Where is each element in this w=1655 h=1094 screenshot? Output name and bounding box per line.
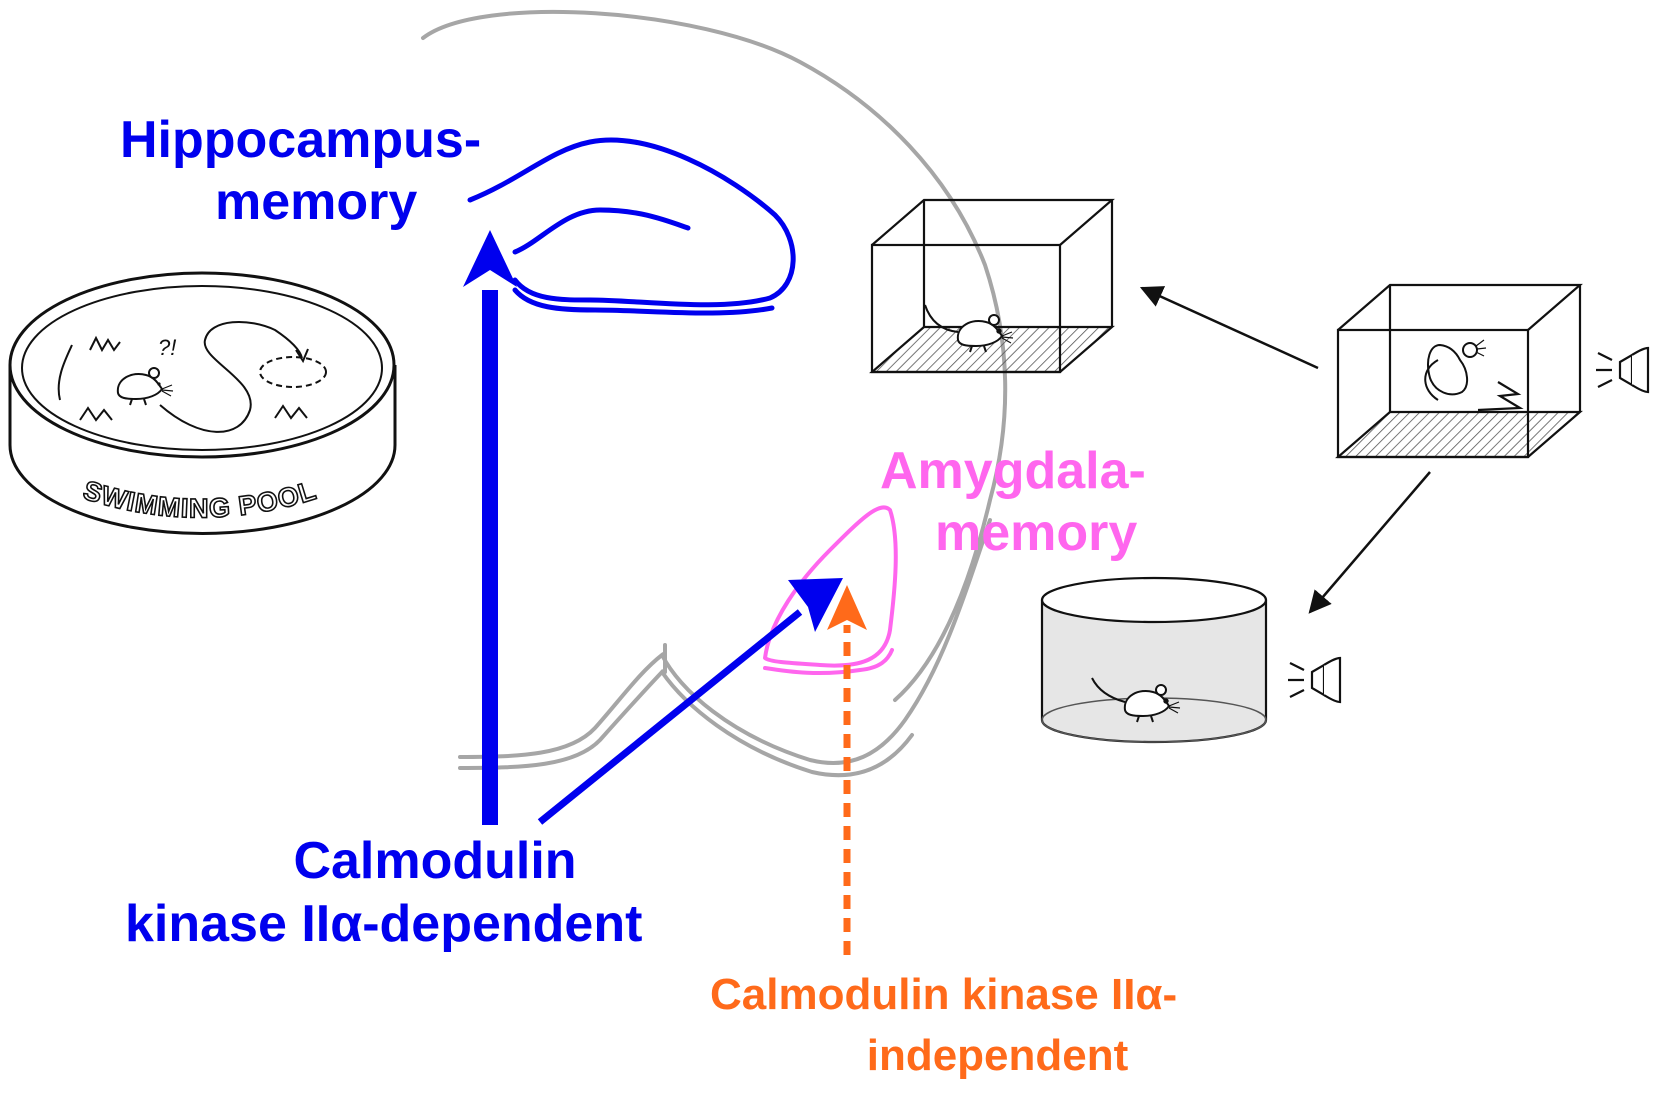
shock-icon	[1477, 381, 1524, 412]
hippocampus-label-line1: Hippocampus-	[120, 111, 482, 169]
dependent-arrows	[463, 230, 843, 825]
hippocampus-arrow-head	[463, 230, 517, 287]
amygdala-label-line1: Amygdala-	[880, 442, 1146, 500]
hippocampus-label-line2: memory	[215, 173, 418, 231]
conditioning-chamber	[1335, 283, 1583, 459]
amygdala-label-line2: memory	[935, 504, 1138, 562]
independent-label-line2: independent	[866, 1031, 1129, 1080]
brain-outline	[421, 9, 1008, 778]
hippocampus-arrow-shaft	[482, 290, 498, 825]
dependent-label-line2: kinase IIα-dependent	[125, 895, 643, 953]
speaker-icon	[1288, 656, 1342, 704]
speaker-icon	[1596, 346, 1650, 394]
independent-arrow-head	[827, 585, 867, 630]
independent-arrow	[827, 585, 867, 955]
dependent-label-line1: Calmodulin	[293, 832, 577, 890]
amygdala-dependent-arrow-shaft	[537, 609, 803, 825]
tone-test-chamber	[1040, 576, 1268, 744]
independent-label-line1: Calmodulin kinase IIα-	[710, 970, 1178, 1019]
context-chamber	[869, 198, 1115, 374]
hippocampus-shape	[467, 137, 796, 316]
swimming-pool: ?! SWIMMING POOL	[8, 271, 397, 535]
amygdala-dependent-arrow-head	[788, 578, 843, 632]
confusion-mark: ?!	[158, 335, 176, 360]
test-arrows	[1139, 286, 1431, 614]
amygdala-shape	[763, 505, 898, 676]
